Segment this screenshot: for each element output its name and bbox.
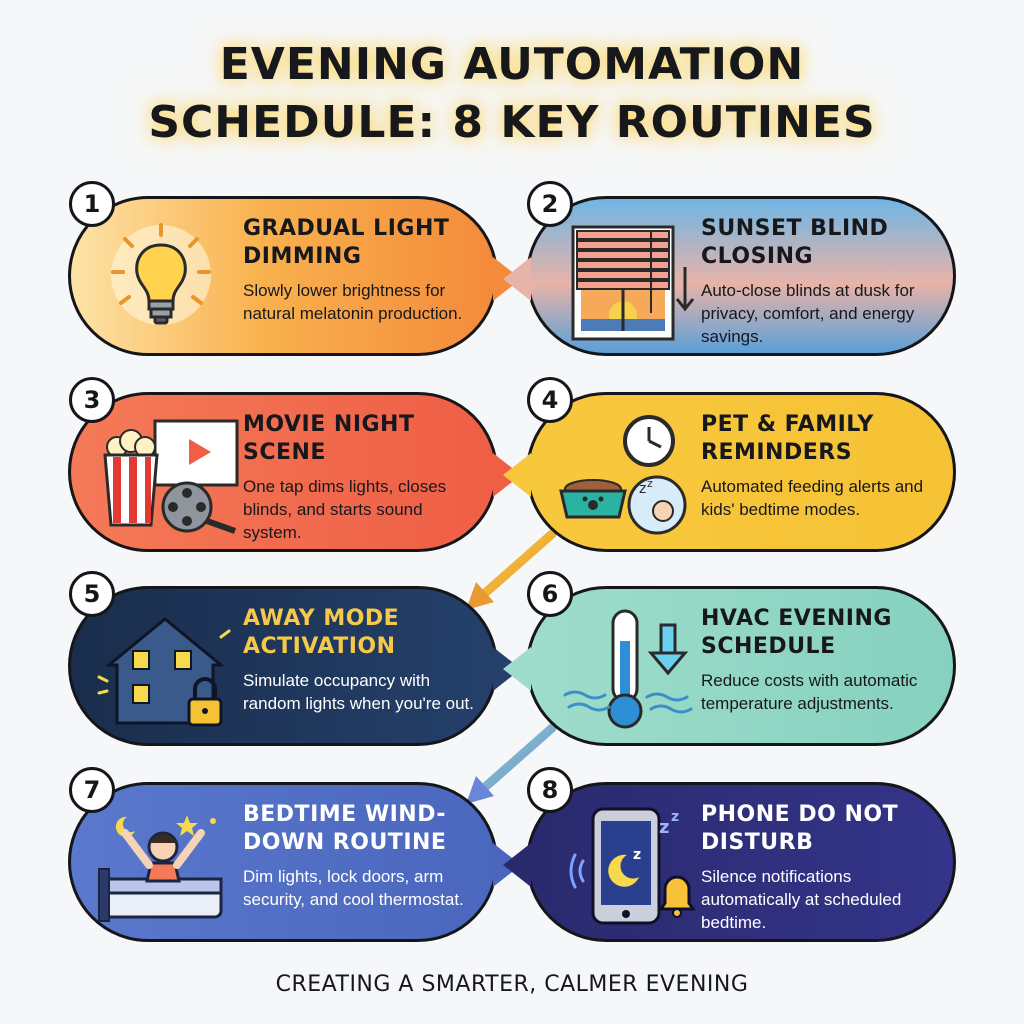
page-title: EVENING AUTOMATION SCHEDULE: 8 KEY ROUTI…: [0, 36, 1024, 152]
pet-bowl-clock-icon: z z: [553, 413, 703, 537]
routine-card-6[interactable]: 6 HVAC EVENING SCHEDULE Reduce costs wit…: [503, 571, 956, 746]
routine-number: 1: [69, 181, 115, 227]
routine-title: HVAC EVENING SCHEDULE: [701, 606, 892, 659]
routine-title: PET & FAMILY REMINDERS: [701, 412, 874, 465]
svg-text:z: z: [639, 481, 646, 497]
routine-number: 3: [69, 377, 115, 423]
routine-number: 7: [69, 767, 115, 813]
window-blind-icon: [553, 217, 703, 341]
routine-title: BEDTIME WIND-DOWN ROUTINE: [243, 802, 447, 855]
title-line-1: EVENING AUTOMATION: [219, 39, 805, 90]
card-tail: [503, 257, 531, 301]
routine-description: Silence notifications automatically at s…: [701, 867, 902, 932]
routine-title: PHONE DO NOT DISTURB: [701, 802, 899, 855]
routine-description: One tap dims lights, closes blinds, and …: [243, 477, 447, 542]
routine-description: Reduce costs with automatic temperature …: [701, 671, 918, 713]
routine-description: Auto-close blinds at dusk for privacy, c…: [701, 281, 915, 346]
card-tail: [503, 453, 531, 497]
svg-text:z: z: [633, 847, 641, 863]
title-line-2: SCHEDULE: 8 KEY ROUTINES: [148, 97, 876, 148]
routine-number: 2: [527, 181, 573, 227]
routine-description: Dim lights, lock doors, arm security, an…: [243, 867, 464, 909]
routine-number: 8: [527, 767, 573, 813]
routine-title: SUNSET BLIND CLOSING: [701, 216, 889, 269]
routine-card-2[interactable]: 2 SUNSET BLIND CLOSING Auto-close blinds…: [503, 181, 956, 356]
routine-card-3[interactable]: 3 MOVIE NIGHT SCENE One tap dims lights,…: [68, 377, 521, 552]
movie-popcorn-icon: [95, 413, 245, 537]
routine-number: 5: [69, 571, 115, 617]
routine-description: Automated feeding alerts and kids' bedti…: [701, 477, 924, 519]
routine-number: 6: [527, 571, 573, 617]
svg-text:z: z: [659, 817, 669, 838]
routine-card-1[interactable]: 1 GRADUAL LIGHT DIMMING Slowly lower bri…: [68, 181, 521, 356]
lightbulb-icon: [95, 217, 245, 341]
routine-card-7[interactable]: 7 BEDTIME WIND-DOWN ROUTINE Dim lights, …: [68, 767, 521, 942]
card-tail: [503, 843, 531, 887]
routine-card-4[interactable]: 4 z z PET & FAMILY REMINDERS Automated f…: [503, 377, 956, 552]
routine-description: Slowly lower brightness for natural mela…: [243, 281, 463, 323]
routine-card-8[interactable]: 8 z z z PHONE DO NOT DISTURB Silence not…: [503, 767, 956, 942]
routine-description: Simulate occupancy with random lights wh…: [243, 671, 474, 713]
thermometer-icon: [553, 607, 703, 731]
phone-dnd-icon: z z z: [553, 803, 703, 927]
house-lock-icon: [95, 607, 245, 731]
routine-title: AWAY MODE ACTIVATION: [243, 606, 400, 659]
footer-tagline: CREATING A SMARTER, CALMER EVENING: [275, 972, 749, 997]
bedtime-stretch-icon: [95, 803, 245, 927]
routine-title: MOVIE NIGHT SCENE: [243, 412, 415, 465]
routine-number: 4: [527, 377, 573, 423]
routine-card-5[interactable]: 5 AWAY MODE ACTIVATION Simulate occupanc…: [68, 571, 521, 746]
svg-text:z: z: [671, 809, 679, 825]
svg-text:z: z: [647, 477, 653, 490]
card-tail: [503, 647, 531, 691]
routine-title: GRADUAL LIGHT DIMMING: [243, 216, 450, 269]
